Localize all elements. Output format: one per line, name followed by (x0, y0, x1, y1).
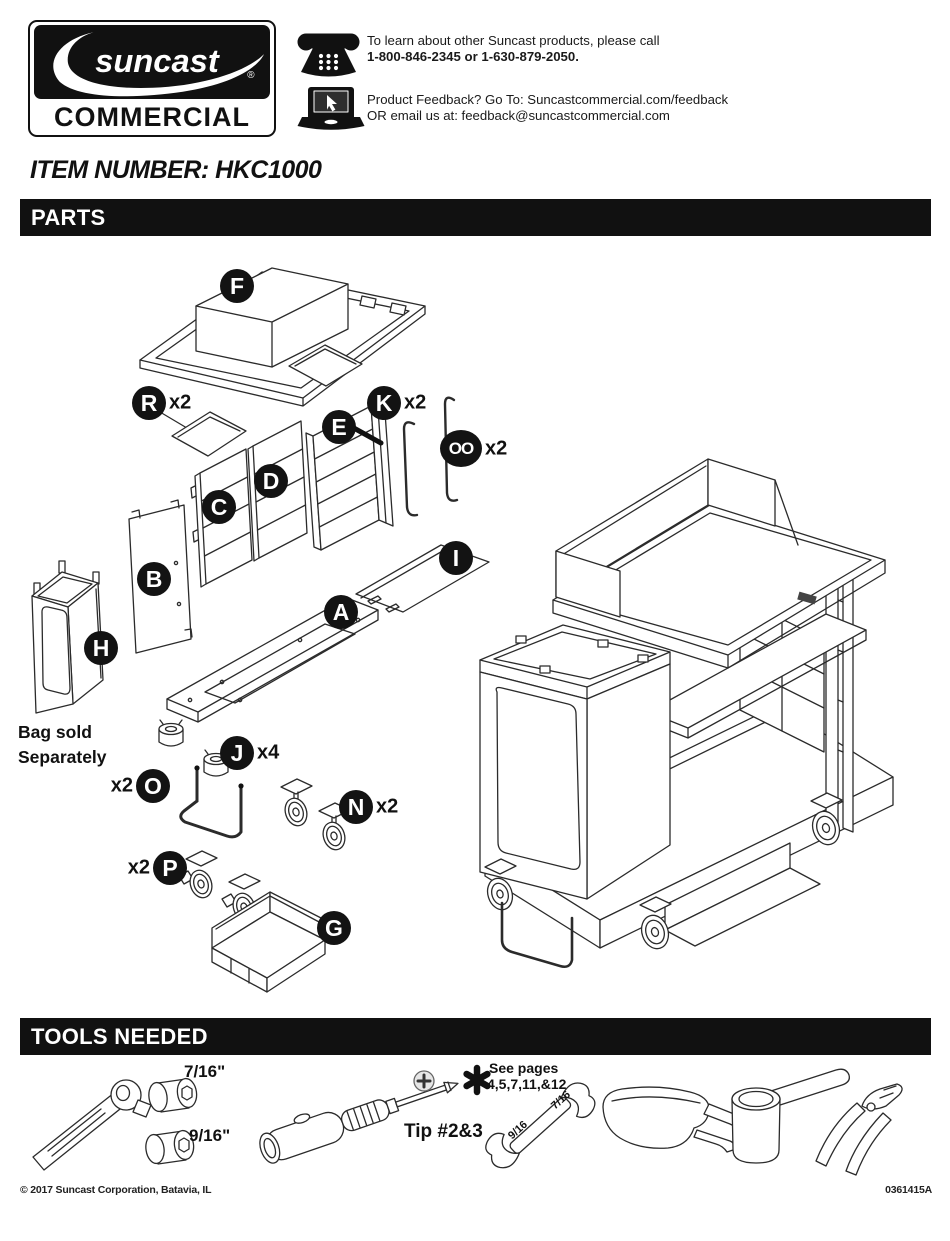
part-qty-r: x2 (169, 391, 192, 414)
copyright-text: © 2017 Suncast Corporation, Batavia, IL (20, 1184, 212, 1196)
suncast-commercial-logo: suncast ® COMMERCIAL (28, 20, 276, 137)
see-pages-line2: 4,5,7,11,&12 (487, 1076, 567, 1092)
part-badge-n: N x2 (339, 790, 398, 824)
part-letter-h: H (84, 631, 118, 665)
part-letter-p: P (153, 851, 187, 885)
part-j-caster-sockets-drawing (158, 719, 229, 777)
part-letter-e: E (322, 410, 356, 444)
tool-mallet (731, 1068, 850, 1164)
phillips-tip-icon (413, 1070, 435, 1092)
part-badge-f: F (220, 269, 254, 303)
part-qty-j: x4 (257, 741, 280, 764)
part-badge-r: R x2 (132, 386, 191, 420)
phone-icon (297, 33, 360, 77)
tool-safety-glasses (602, 1086, 750, 1153)
part-letter-b: B (137, 562, 171, 596)
part-letter-c: C (202, 490, 236, 524)
tool-screwdriver (259, 1081, 459, 1164)
bag-note-line2: Separately (18, 746, 107, 767)
socket-size-large-label: 9/16" (189, 1126, 231, 1145)
part-letter-oo: OO (440, 430, 482, 467)
part-letter-j: J (220, 736, 254, 770)
part-qty-k: x2 (404, 391, 427, 414)
wrench-size-upper-label: 7/16 (549, 1088, 573, 1112)
parts-banner-label: PARTS (31, 204, 106, 230)
part-p-locking-casters-drawing (178, 850, 261, 922)
parts-section-banner: PARTS (20, 199, 931, 236)
logo-wordmark: suncast (95, 42, 221, 79)
tools-banner-label: TOOLS NEEDED (31, 1023, 208, 1049)
part-badge-g: G (317, 911, 351, 945)
assembled-cart-drawing (479, 458, 894, 969)
bag-sold-separately-note: Bag sold Separately (18, 720, 107, 769)
feedback-note: Product Feedback? Go To: Suncastcommerci… (367, 92, 728, 123)
part-letter-a: A (324, 595, 358, 629)
part-qty-p: x2 (127, 856, 150, 879)
bag-note-line1: Bag sold (18, 722, 92, 742)
registered-mark: ® (247, 70, 255, 81)
screwdriver-tip-label: Tip #2&3 (404, 1121, 483, 1142)
part-o-handle-drawing (179, 765, 244, 839)
feedback-line2: OR email us at: feedback@suncastcommerci… (367, 107, 670, 123)
logo-commercial-text: COMMERCIAL (54, 102, 250, 132)
part-badge-p: P x2 (128, 851, 187, 885)
part-qty-n: x2 (376, 795, 399, 818)
part-letter-n: N (339, 790, 373, 824)
part-badge-j: J x4 (220, 736, 279, 770)
part-badge-oo: OO x2 (440, 430, 507, 467)
part-qty-o: x2 (110, 774, 133, 797)
socket-size-small-label: 7/16" (184, 1062, 226, 1081)
feedback-line1: Product Feedback? Go To: Suncastcommerci… (367, 92, 729, 107)
suncast-logo-mark: suncast ® (34, 25, 270, 99)
tool-ratchet (32, 1079, 152, 1171)
tool-pliers (815, 1083, 903, 1176)
wrench-size-lower-label: 9/16 (506, 1118, 530, 1142)
part-letter-i: I (439, 541, 473, 575)
laptop-icon (297, 87, 365, 130)
part-letter-f: F (220, 269, 254, 303)
part-badge-c: C (202, 490, 236, 524)
asterisk-icon (463, 1064, 491, 1096)
part-g-bin-drawing (211, 891, 326, 993)
part-k-pin-drawing (349, 424, 384, 446)
part-badge-d: D (254, 464, 288, 498)
item-number-title: ITEM NUMBER: HKC1000 (30, 156, 322, 184)
part-qty-oo: x2 (485, 437, 508, 459)
tool-socket-9-16 (145, 1129, 195, 1165)
document-number: 0361415A (885, 1184, 932, 1196)
part-letter-o: O (136, 769, 170, 803)
part-badge-i: I (439, 541, 473, 575)
part-letter-r: R (132, 386, 166, 420)
part-badge-k: K x2 (367, 386, 426, 420)
part-letter-d: D (254, 464, 288, 498)
phone-numbers: 1-800-846-2345 or 1-630-879-2050. (367, 48, 579, 64)
part-letter-k: K (367, 386, 401, 420)
tool-socket-7-16 (148, 1077, 198, 1113)
part-letter-g: G (317, 911, 351, 945)
part-badge-h: H (84, 631, 118, 665)
suncast-swoosh: suncast ® (53, 32, 265, 97)
part-badge-b: B (137, 562, 171, 596)
part-badge-o: O x2 (111, 769, 170, 803)
phone-note-line1: To learn about other Suncast products, p… (367, 33, 660, 48)
see-pages-line1: See pages (489, 1060, 559, 1076)
phone-note: To learn about other Suncast products, p… (367, 33, 660, 64)
tools-section-banner: TOOLS NEEDED (20, 1018, 931, 1055)
part-badge-a: A (324, 595, 358, 629)
part-badge-e: E (322, 410, 356, 444)
